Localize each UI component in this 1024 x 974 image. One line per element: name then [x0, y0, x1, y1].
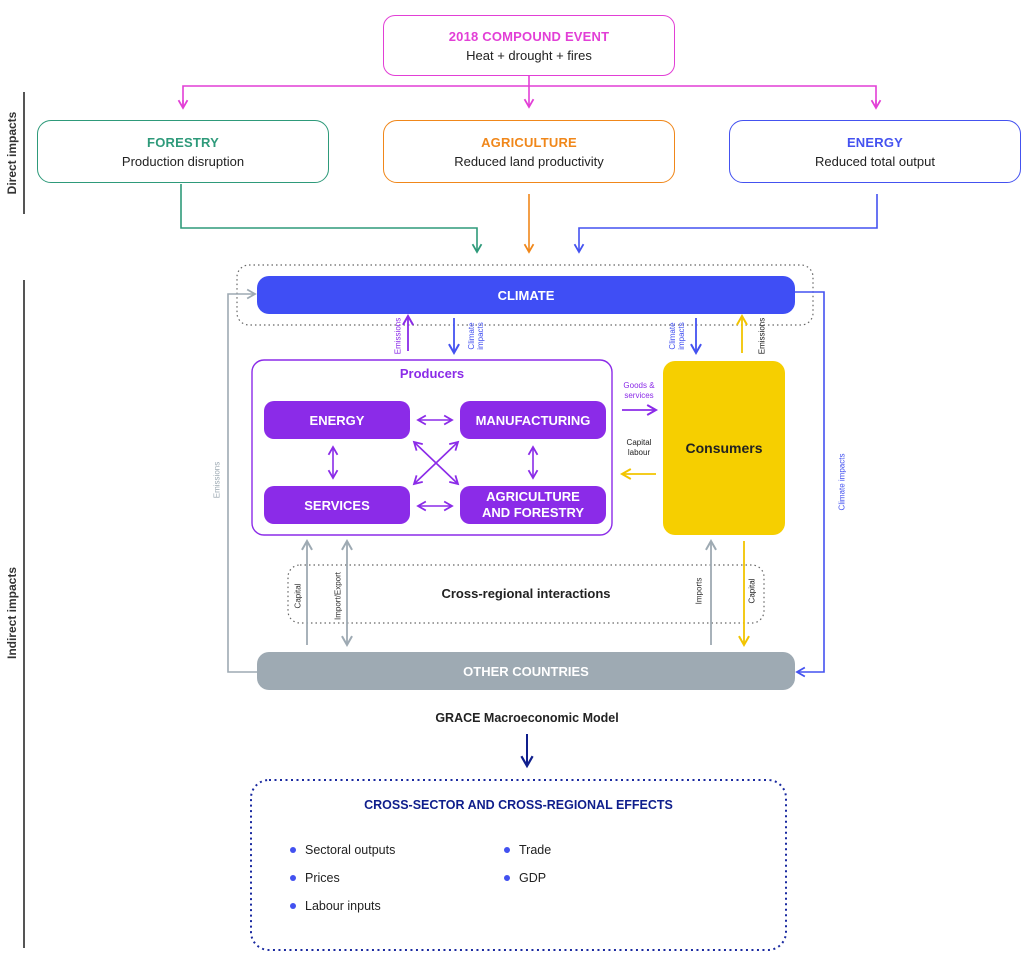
capital-right-label: Capital — [747, 578, 757, 604]
sector-energy: ENERGY — [264, 401, 410, 439]
energy-title: ENERGY — [846, 134, 904, 150]
effect-item-gdp: GDP — [504, 871, 546, 885]
producers-title: Producers — [399, 366, 465, 381]
effect-text: GDP — [519, 871, 547, 885]
emissions-outer-loop — [227, 288, 257, 673]
import-export-label: Import/Export — [333, 571, 343, 621]
effect-item-labour-inputs: Labour inputs — [290, 899, 381, 913]
agriculture-subtitle: Reduced land productivity — [454, 153, 604, 169]
effect-text: Labour inputs — [305, 899, 381, 913]
direct-impacts-label: Direct impacts — [5, 111, 19, 195]
emissions-label-left: Emissions — [393, 317, 403, 355]
effects-title: CROSS-SECTOR AND CROSS-REGIONAL EFFECTS — [364, 798, 673, 812]
climate-impacts-label-right: Climate impacts — [668, 322, 686, 350]
energy-subtitle: Reduced total output — [815, 153, 935, 169]
effect-item-trade: Trade — [504, 843, 551, 857]
agriculture-box: AGRICULTURE Reduced land productivity — [383, 120, 675, 183]
forestry-box: FORESTRY Production disruption — [37, 120, 329, 183]
emissions-outer-label: Emissions — [212, 461, 222, 499]
effect-item-prices: Prices — [290, 871, 340, 885]
compound-event-title: 2018 COMPOUND EVENT — [448, 28, 610, 44]
forestry-subtitle: Production disruption — [121, 153, 245, 169]
effects-outline — [250, 779, 787, 951]
emissions-label-right: Emissions — [757, 317, 767, 355]
forestry-to-climate-arrow — [180, 184, 483, 254]
producers-outline — [251, 359, 613, 536]
imports-label: Imports — [694, 577, 704, 605]
capital-left-label: Capital — [293, 583, 303, 609]
other-countries-bar: OTHER COUNTRIES — [257, 652, 795, 690]
climate-impacts-outer-loop — [795, 291, 825, 678]
indirect-impacts-label: Indirect impacts — [5, 566, 19, 660]
event-fanout — [177, 76, 882, 110]
climate-impacts-outer-label: Climate impacts — [837, 453, 847, 511]
effect-text: Sectoral outputs — [305, 843, 396, 857]
bullet-dot — [290, 903, 296, 909]
bullet-dot — [504, 847, 510, 853]
climate-impacts-label-left: Climate impacts — [467, 322, 485, 350]
bullet-dot — [290, 875, 296, 881]
sector-arrows — [327, 414, 539, 512]
energy-box: ENERGY Reduced total output — [729, 120, 1021, 183]
sector-agriculture-forestry: AGRICULTURE AND FORESTRY — [460, 486, 606, 524]
effect-text: Prices — [305, 871, 340, 885]
consumers-box: Consumers — [663, 361, 785, 535]
climate-zone-outline — [236, 264, 814, 326]
cross-regional-label: Cross-regional interactions — [441, 586, 611, 601]
goods-services-label: Goods & services — [623, 381, 655, 400]
forestry-title: FORESTRY — [147, 134, 219, 150]
effect-item-sectoral-outputs: Sectoral outputs — [290, 843, 395, 857]
compound-event-subtitle: Heat + drought + fires — [466, 47, 592, 63]
compound-event-box: 2018 COMPOUND EVENT Heat + drought + fir… — [383, 15, 675, 76]
bullet-dot — [290, 847, 296, 853]
effect-text: Trade — [519, 843, 552, 857]
sector-services: SERVICES — [264, 486, 410, 524]
grace-model-label: GRACE Macroeconomic Model — [435, 711, 619, 725]
bullet-dot — [504, 875, 510, 881]
sector-manufacturing: MANUFACTURING — [460, 401, 606, 439]
cross-regional-outline — [287, 564, 765, 624]
energy-to-climate-arrow — [573, 194, 878, 254]
climate-bar: CLIMATE — [257, 276, 795, 314]
capital-labour-label: Capital labour — [626, 438, 652, 457]
agriculture-title: AGRICULTURE — [481, 134, 577, 150]
